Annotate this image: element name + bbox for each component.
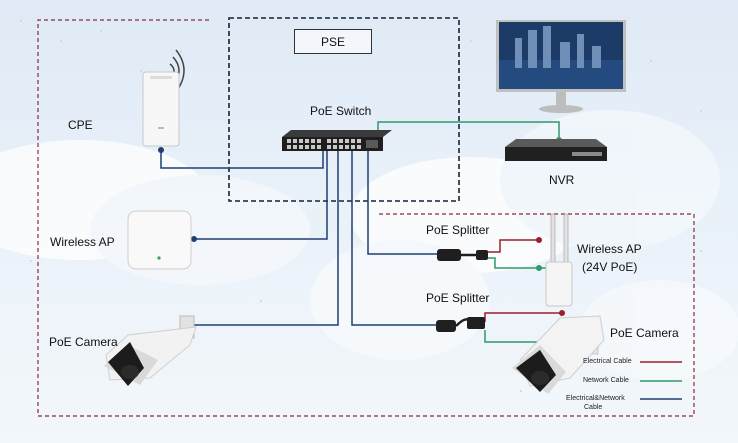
legend-network-label: Network Cable [583,377,629,384]
legend-lines [640,361,682,400]
legend-combined-label-line2: Cable [584,404,603,411]
outdoor-ap-icon [545,213,573,307]
splitter-icon-top [437,249,488,261]
legend-electrical-label: Electrical Cable [583,358,632,365]
wireless-ap-24v-sublabel: (24V PoE) [582,260,638,274]
poe-camera-right-label: PoE Camera [610,326,679,340]
poe-splitter-top-label: PoE Splitter [426,223,490,237]
cable-switch-camera [187,146,339,326]
cable-switch-cpe [160,146,324,169]
monitor-icon [496,20,626,113]
powered-devices-boundary [37,19,695,417]
cables [160,121,562,343]
wireless-ap-label: Wireless AP [50,235,115,249]
cable-splitter-camera-power [484,312,562,322]
pse-label: PSE [320,34,345,49]
bullet-camera-icon-right [512,315,605,394]
pse-label-box: PSE [294,29,372,54]
poe-switch-icon [282,130,392,151]
cable-splitter-ap24v-net [488,257,551,269]
nvr-label: NVR [549,173,575,187]
cable-splitter-camera-net [484,330,560,343]
legend-combined-label: Electrical&Network [566,395,625,402]
cpe-label: CPE [68,118,93,132]
wireless-ap-24v-label: Wireless AP [577,242,642,256]
background-dots [20,20,702,392]
bullet-camera-icon-left [104,315,197,386]
ceiling-ap-icon [127,210,192,270]
splitter-icon-bottom [436,317,485,332]
cable-splitter-ap24v-power [488,239,539,253]
poe-camera-left-label: PoE Camera [49,335,118,349]
poe-splitter-bottom-label: PoE Splitter [426,291,490,305]
poe-switch-label: PoE Switch [310,104,372,118]
pse-boundary [228,17,460,202]
nvr-icon [505,139,607,161]
cable-switch-splitter-bottom [351,146,436,326]
cpe-antenna-icon [142,49,185,147]
cable-switch-monitor [377,121,560,140]
cable-switch-ap [194,146,328,240]
